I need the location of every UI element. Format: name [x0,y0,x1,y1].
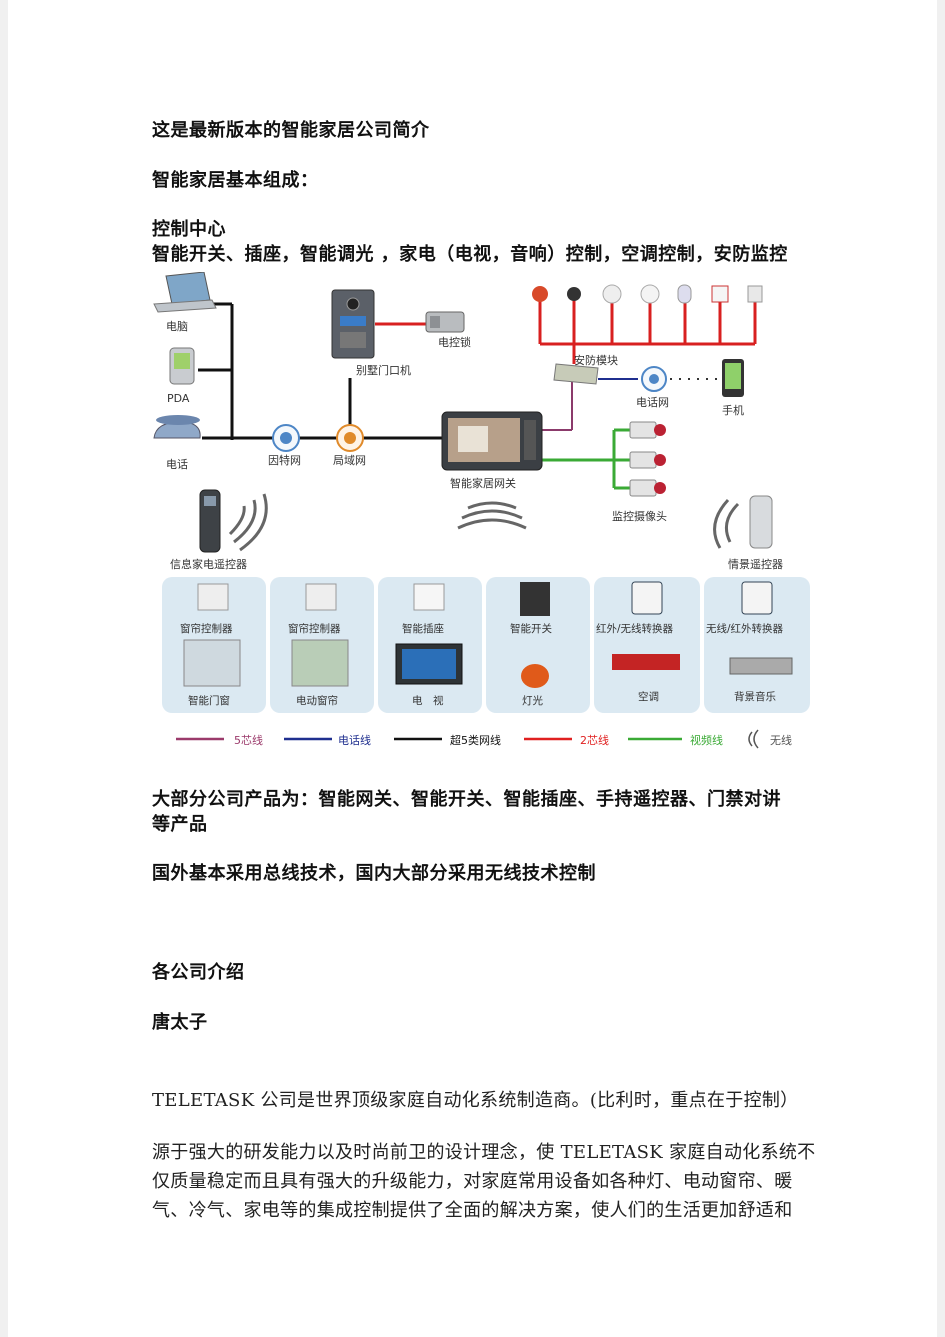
legend-video: 视频线 [690,733,723,747]
legend-2core: 2芯线 [580,733,609,747]
pda-label: PDA [167,392,190,405]
tech-line: 国外基本采用总线技术，国内大部分采用无线技术控制 [152,863,596,884]
box-2-bottom: 电动窗帘 [296,694,338,707]
wireless-icon [228,493,740,552]
internet-label: 因特网 [268,453,301,467]
box-6-top: 无线/红外转换器 [706,622,784,635]
mobile-label: 手机 [722,403,744,417]
lan-label: 局域网 [333,454,366,467]
wiring-green [542,428,630,490]
box-4-top: 智能开关 [510,622,552,635]
composition-heading: 智能家居基本组成： [152,170,319,191]
e-lock-label: 电控锁 [438,335,471,349]
box-3-bottom: 电 视 [412,694,444,707]
phone-label: 电话 [166,458,188,471]
para-line-1: 源于强大的研发能力以及时尚前卫的设计理念，使 TELETASK 家庭自动化系统不 [152,1142,816,1163]
box-2-top: 窗帘控制器 [288,622,341,635]
teletask-line: TELETASK 公司是世界顶级家庭自动化系统制造商。(比利时，重点在于控制） [152,1090,799,1111]
phone-network-icon [641,366,667,392]
control-list: 智能开关、插座，智能调光 ，家电（电视，音响）控制，空调控制，安防监控 [152,244,788,265]
doc-title: 这是最新版本的智能家居公司简介 [152,120,430,141]
control-center-heading: 控制中心 [152,219,226,240]
box-3-top: 智能插座 [402,622,444,635]
computer-label: 电脑 [166,320,188,333]
box-1-top: 窗帘控制器 [180,622,233,635]
computer-icon [153,272,217,313]
camera-label: 监控摄像头 [612,509,667,523]
security-sensors [532,284,763,304]
box-5-bottom: 空调 [638,690,659,703]
products-line-2: 等产品 [152,814,208,835]
door-station-icon [331,289,375,359]
internet-icon [272,424,300,452]
lan-icon [336,424,364,452]
box-6-bottom: 背景音乐 [734,690,776,703]
villa-door-label: 别墅门口机 [356,363,411,377]
legend-5core: 5芯线 [234,733,263,747]
smart-home-diagram: 电脑 PDA 电话 因特网 局域网 别墅门口机 电控锁 [153,272,810,749]
electric-lock-icon [425,311,465,333]
box-4-bottom: 灯光 [522,694,543,707]
device-boxes [162,577,810,713]
camera-icon [629,421,666,497]
wiring-purple [540,380,573,431]
box-5-top: 红外/无线转换器 [596,622,674,635]
company-name: 唐太子 [152,1012,208,1033]
companies-heading: 各公司介绍 [152,962,245,983]
box-1-bottom: 智能门窗 [188,694,230,707]
para-line-2: 仅质量稳定而且具有强大的升级能力，对家庭常用设备如各种灯、电动窗帘、暖 [152,1171,793,1192]
phone-net-label: 电话网 [636,396,669,409]
security-module-label: 安防模块 [574,353,618,367]
legend-phone-line: 电话线 [338,733,371,747]
pda-icon [169,347,195,385]
info-remote-label: 信息家电遥控器 [170,557,247,571]
legend: 5芯线 电话线 超5类网线 2芯线 视频线 无线 [176,729,792,749]
gateway-icon [441,411,543,471]
legend-wireless: 无线 [770,733,792,747]
info-remote-icon [199,489,221,553]
scene-remote-label: 情景遥控器 [728,557,783,571]
scene-remote-icon [749,495,773,549]
gateway-label: 智能家居网关 [450,476,516,490]
mobile-phone-icon [722,359,744,397]
security-module-icon [553,363,599,385]
telephone-icon [153,415,201,439]
para-line-3: 气、冷气、家电等的集成控制提供了全面的解决方案，使人们的生活更加舒适和 [152,1200,793,1221]
products-line-1: 大部分公司产品为：智能网关、智能开关、智能插座、手持遥控器、门禁对讲 [152,789,781,810]
legend-cat5e: 超5类网线 [450,733,501,747]
